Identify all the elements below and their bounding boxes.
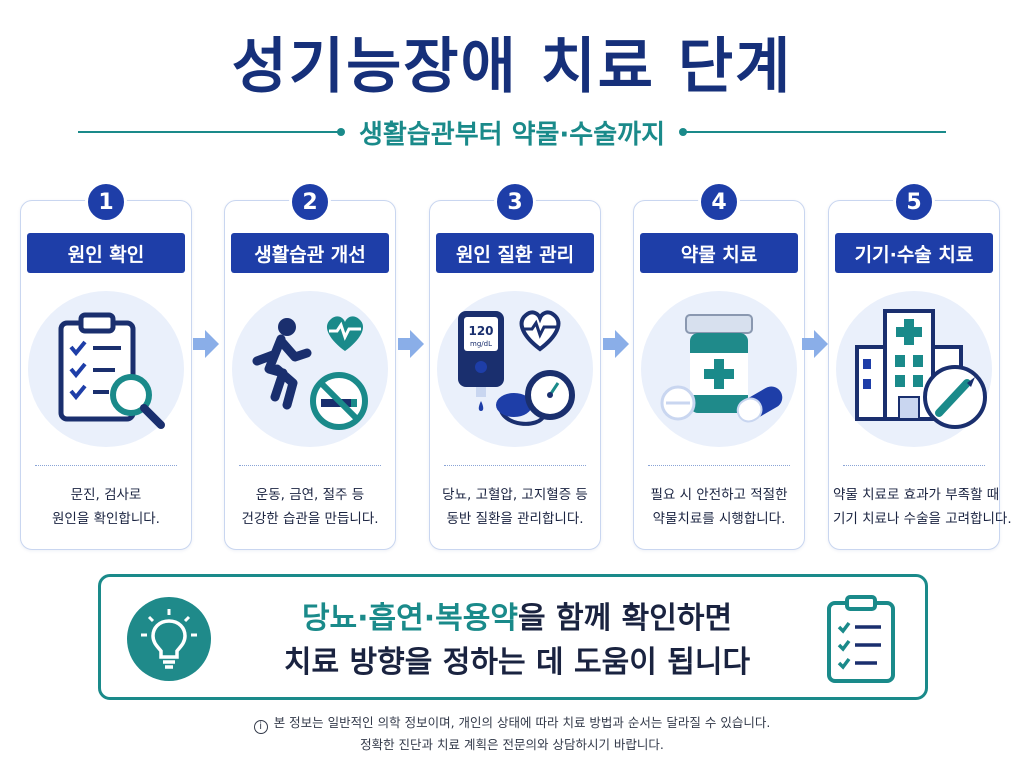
glucose-reading: 120 bbox=[468, 324, 493, 338]
step-label-4: 약물 치료 bbox=[640, 233, 798, 273]
step-number-2: 2 bbox=[289, 181, 331, 223]
medicine-bottle-pills-icon bbox=[660, 314, 783, 423]
banner-highlight: 당뇨·흡연·복용약 bbox=[301, 601, 518, 636]
disclaimer-line-2: 정확한 진단과 치료 계획은 전문의와 상담하시기 바랍니다. bbox=[360, 737, 664, 752]
clipboard-magnifier-icon bbox=[58, 312, 165, 429]
checklist-clipboard-icon bbox=[827, 595, 895, 683]
step-divider-3 bbox=[444, 465, 586, 466]
subtitle-divider-left bbox=[78, 128, 346, 136]
page-subtitle: 생활습관부터 약물·수술까지 bbox=[359, 119, 665, 150]
step-label-1: 원인 확인 bbox=[27, 233, 185, 273]
arrow-right-icon bbox=[193, 330, 219, 358]
info-icon: i bbox=[253, 720, 268, 734]
step-divider-2 bbox=[239, 465, 381, 466]
subtitle-divider-right bbox=[678, 128, 947, 136]
step-number-4: 4 bbox=[698, 181, 740, 223]
key-message-banner: 당뇨·흡연·복용약을 함께 확인하면 치료 방향을 정하는 데 도움이 됩니다 bbox=[98, 574, 928, 700]
step-number-3: 3 bbox=[494, 181, 536, 223]
step-label-3: 원인 질환 관리 bbox=[436, 233, 594, 273]
page-title: 성기능장애 치료 단계 bbox=[231, 32, 793, 102]
lightbulb-icon bbox=[141, 609, 197, 669]
step-number-5: 5 bbox=[893, 181, 935, 223]
step-divider-1 bbox=[35, 465, 177, 466]
banner-line-2: 치료 방향을 정하는 데 도움이 됩니다 bbox=[283, 645, 751, 680]
glucose-meter-blood-pressure-icon: 120 mg/dL bbox=[458, 310, 575, 426]
arrow-right-icon bbox=[603, 330, 629, 358]
step-label-5: 기기·수술 치료 bbox=[835, 233, 993, 273]
step-number-1: 1 bbox=[85, 181, 127, 223]
arrow-right-icon bbox=[398, 330, 424, 358]
banner-text: 당뇨·흡연·복용약을 함께 확인하면 치료 방향을 정하는 데 도움이 됩니다 bbox=[237, 597, 797, 685]
glucose-unit: mg/dL bbox=[470, 340, 492, 348]
step-icon-bg-2 bbox=[232, 291, 388, 447]
subtitle-row: 생활습관부터 약물·수술까지 bbox=[78, 114, 947, 150]
step-label-2: 생활습관 개선 bbox=[231, 233, 389, 273]
banner-line-1: 당뇨·흡연·복용약을 함께 확인하면 bbox=[301, 601, 733, 636]
hospital-scalpel-icon bbox=[855, 309, 987, 429]
arrow-right-icon bbox=[802, 330, 828, 358]
step-divider-4 bbox=[648, 465, 790, 466]
step-divider-5 bbox=[843, 465, 985, 466]
running-heart-no-smoking-icon bbox=[252, 316, 368, 430]
